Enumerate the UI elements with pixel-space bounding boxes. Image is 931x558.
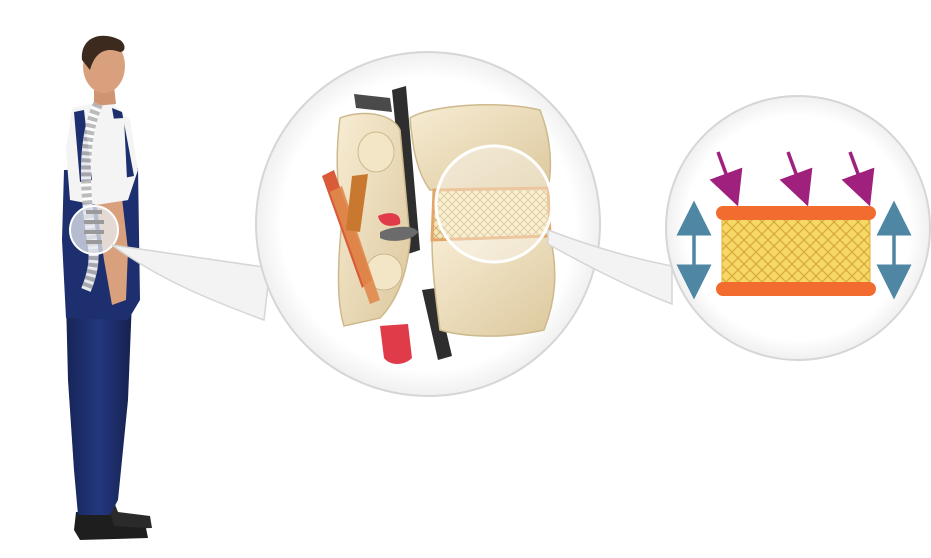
compression-arrow — [841, 151, 875, 207]
zoom-connector-2 — [547, 228, 673, 306]
lower-vertebra — [431, 235, 556, 337]
compression-arrow — [779, 151, 813, 207]
disc-top-endplate — [716, 206, 876, 220]
spinous-rod — [354, 94, 392, 112]
ligament-dark — [422, 288, 452, 360]
disc-focus-circle — [434, 144, 554, 264]
overalls-legs — [66, 300, 132, 515]
nerve-root — [378, 213, 401, 226]
hair — [81, 35, 125, 70]
disc-core — [721, 215, 871, 285]
arm-sleeve — [90, 118, 128, 205]
transverse-rod — [380, 226, 418, 241]
disc-zoom-bubble — [665, 95, 931, 361]
disc-bottom-endplate — [716, 282, 876, 296]
compression-arrow — [709, 151, 743, 207]
vertebra-zoom-bubble — [255, 51, 601, 397]
right-shoe — [74, 512, 148, 540]
facet-joint — [357, 131, 395, 173]
nerve-root — [380, 324, 412, 364]
muscle-band — [330, 186, 380, 304]
standing-worker-figure — [62, 35, 152, 540]
zoom-connector-1 — [111, 244, 271, 322]
spine-focus-vertebrae — [84, 210, 104, 244]
muscle-band — [346, 174, 368, 232]
